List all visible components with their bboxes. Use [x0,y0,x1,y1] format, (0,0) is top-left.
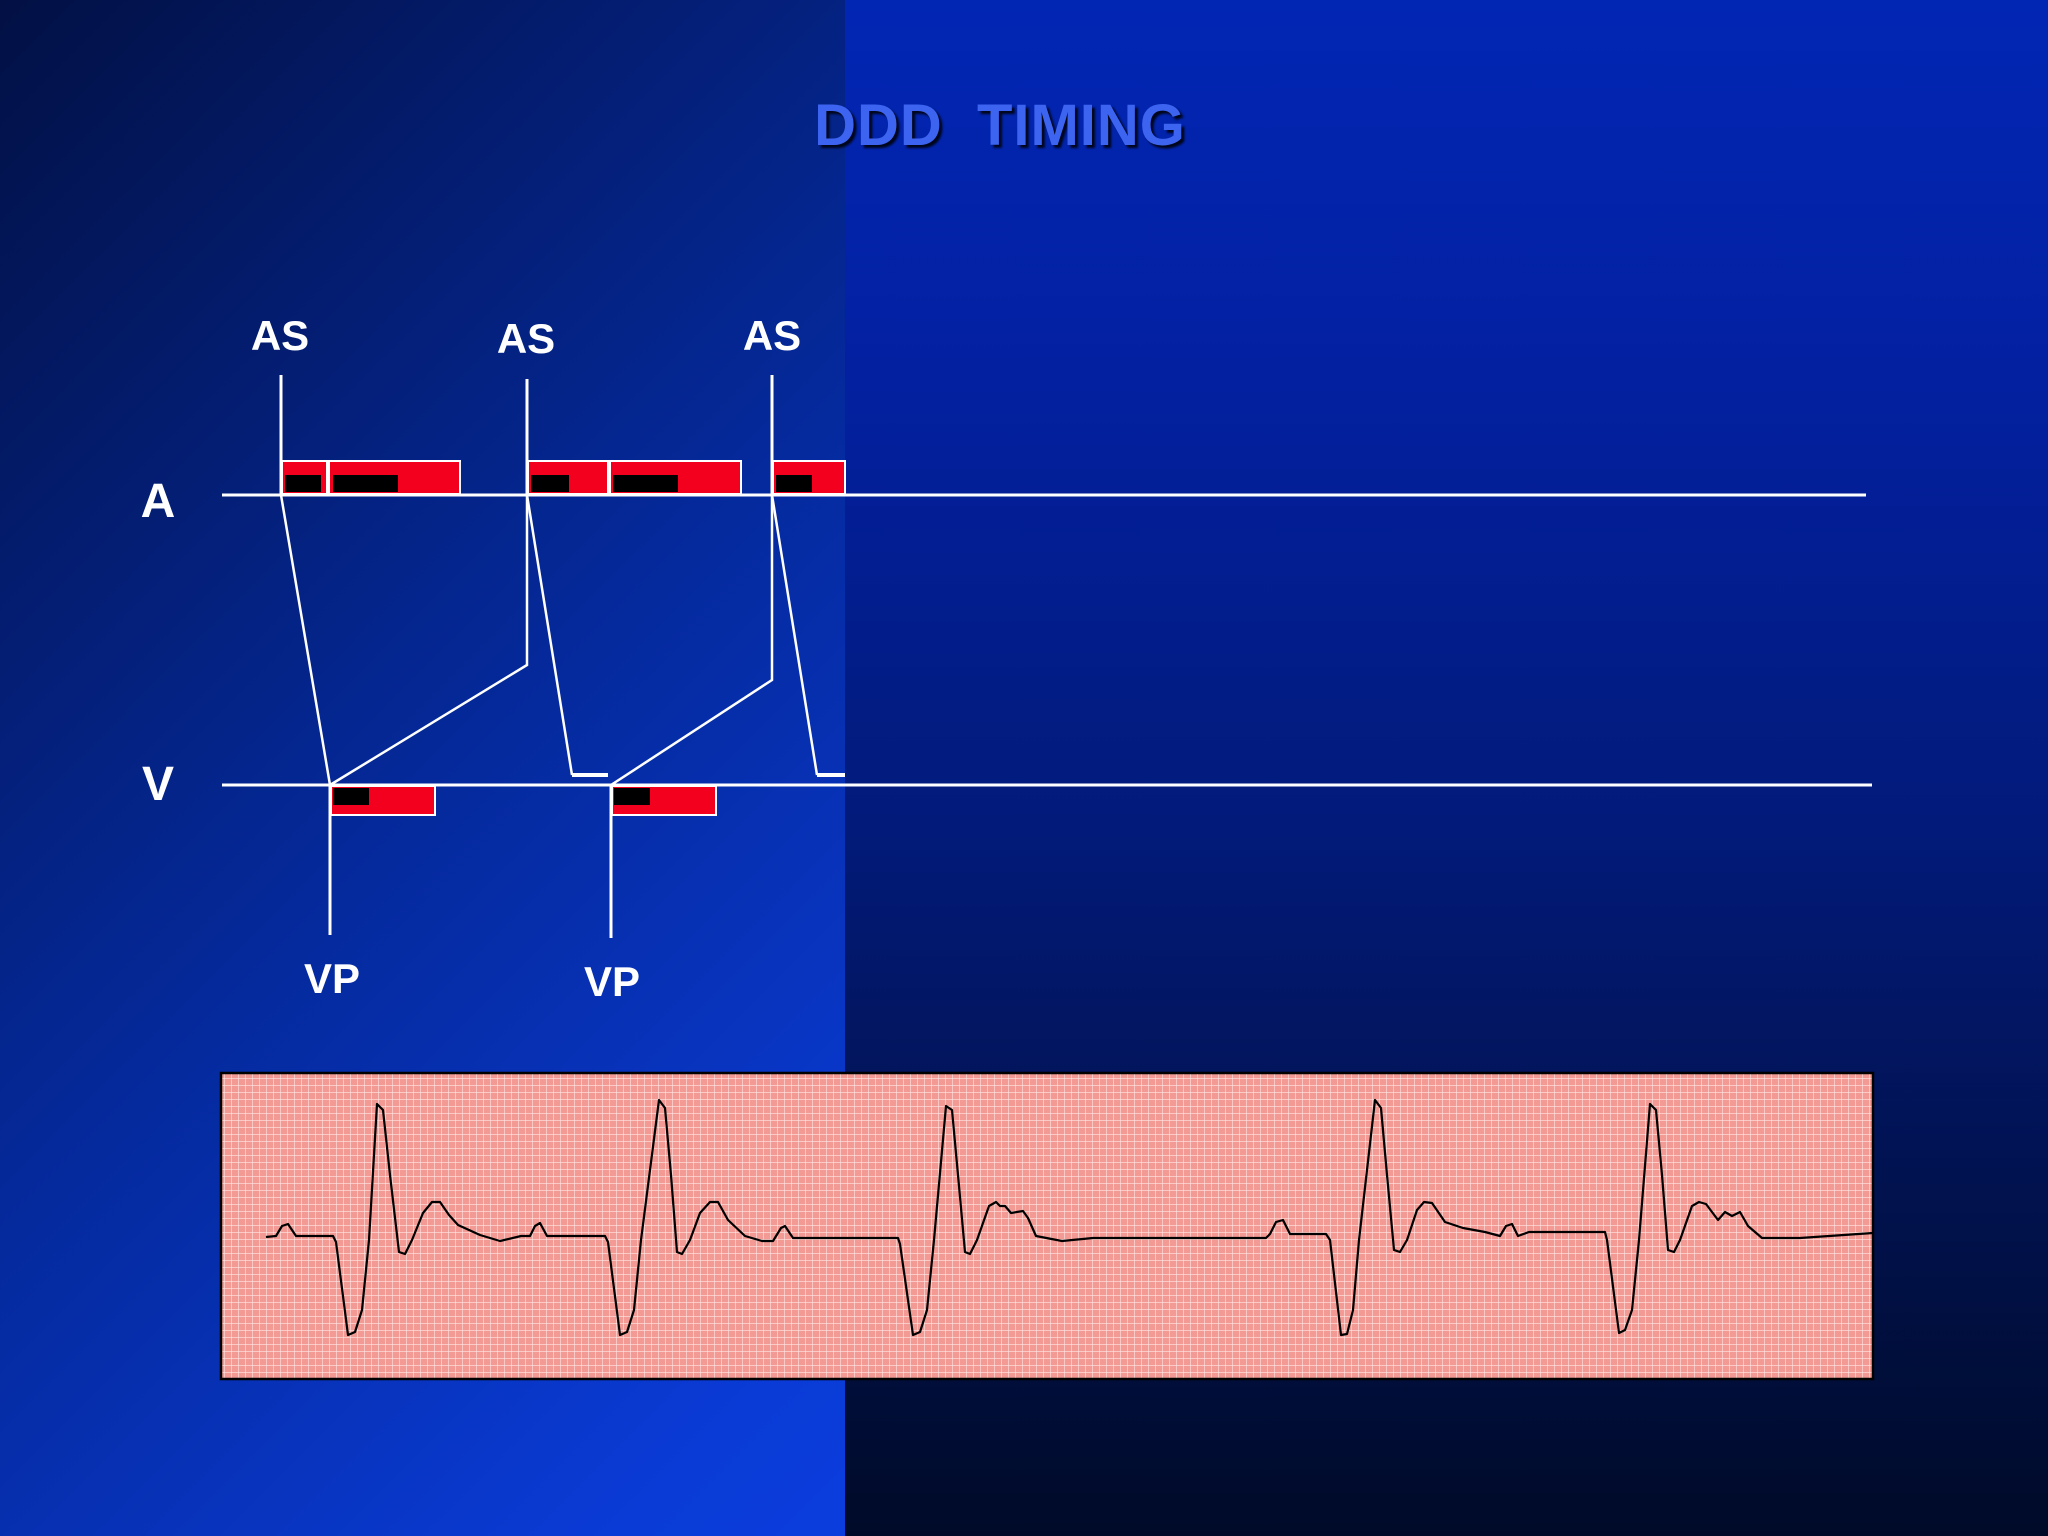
ecg-strip-icon [219,1071,1875,1381]
atrial-blanking-bar [531,475,569,492]
ventricular-blanking-bar [614,788,650,805]
ventricular-channel-label: V [142,758,174,811]
ventricular-pace-label: VP [584,958,640,1005]
va-interval-line [329,495,529,787]
ecg-trace [265,1098,1873,1337]
av-delay-line [279,494,332,786]
ecg-strip-border [219,1071,1875,1381]
atrial-sense-label: AS [497,315,555,362]
atrial-sense-label: AS [743,312,801,359]
av-delay-line [525,494,574,776]
atrial-blanking-bar [776,475,812,492]
atrial-channel-label: A [141,475,176,528]
atrial-blanking-bar [285,475,321,492]
slide-title: DDD TIMING [814,93,1186,158]
atrial-sense-label: AS [251,312,309,359]
atrial-blanking-bar [613,475,678,492]
atrial-blanking-bar [333,475,398,492]
ecg-paper [221,1073,1873,1379]
ventricular-blanking-bar [333,788,369,805]
av-delay-line [770,494,819,776]
ventricular-pace-label: VP [304,955,360,1002]
va-interval-line [610,495,774,787]
